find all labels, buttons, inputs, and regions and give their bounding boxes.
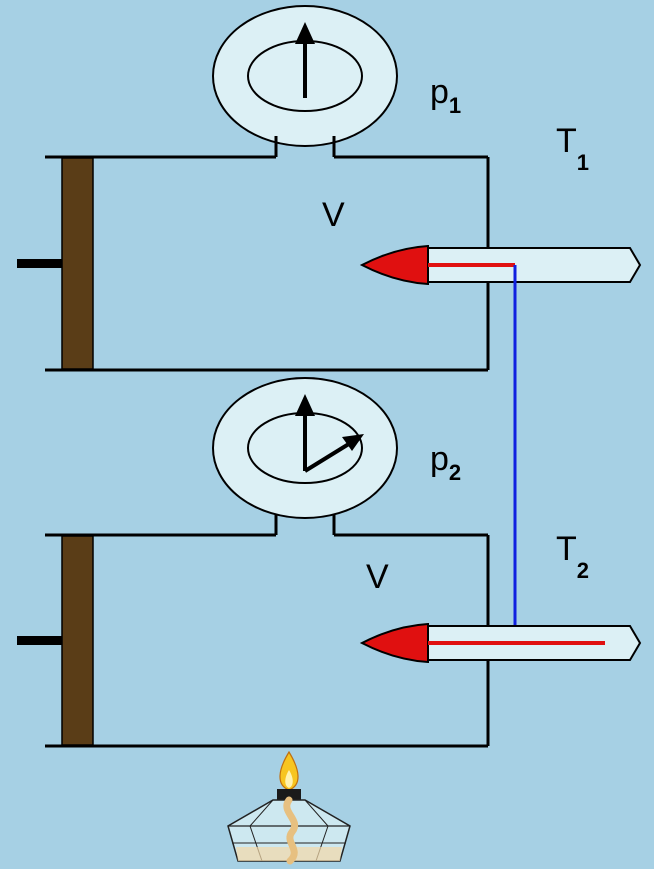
bottom-container: p2 T2 V bbox=[17, 377, 642, 748]
bottom-piston-rod bbox=[17, 636, 62, 645]
top-volume-label: V bbox=[322, 196, 345, 234]
bottom-vessel-walls bbox=[45, 514, 490, 748]
bottom-pressure-gauge bbox=[212, 377, 398, 519]
top-pressure-gauge bbox=[212, 5, 398, 147]
top-pressure-label: p1 bbox=[430, 73, 461, 118]
top-container: p1 T1 V bbox=[17, 5, 642, 372]
bottom-gauge-needle-icon bbox=[295, 394, 364, 473]
top-thermometer-bulb bbox=[359, 244, 429, 286]
bottom-temperature-label: T2 bbox=[556, 530, 589, 583]
bottom-thermometer bbox=[359, 622, 642, 664]
top-gauge-needle-icon bbox=[295, 22, 315, 98]
bottom-thermometer-bulb bbox=[359, 622, 429, 664]
spirit-burner-icon bbox=[227, 750, 351, 865]
bottom-pressure-label: p2 bbox=[430, 440, 461, 485]
top-piston bbox=[17, 157, 94, 370]
top-piston-rod bbox=[17, 259, 62, 268]
flame-icon bbox=[279, 750, 299, 791]
top-thermometer bbox=[359, 244, 642, 286]
bottom-piston bbox=[17, 535, 94, 746]
top-temperature-label: T1 bbox=[556, 122, 589, 175]
top-vessel-walls bbox=[45, 136, 490, 372]
bottom-volume-label: V bbox=[366, 558, 389, 596]
